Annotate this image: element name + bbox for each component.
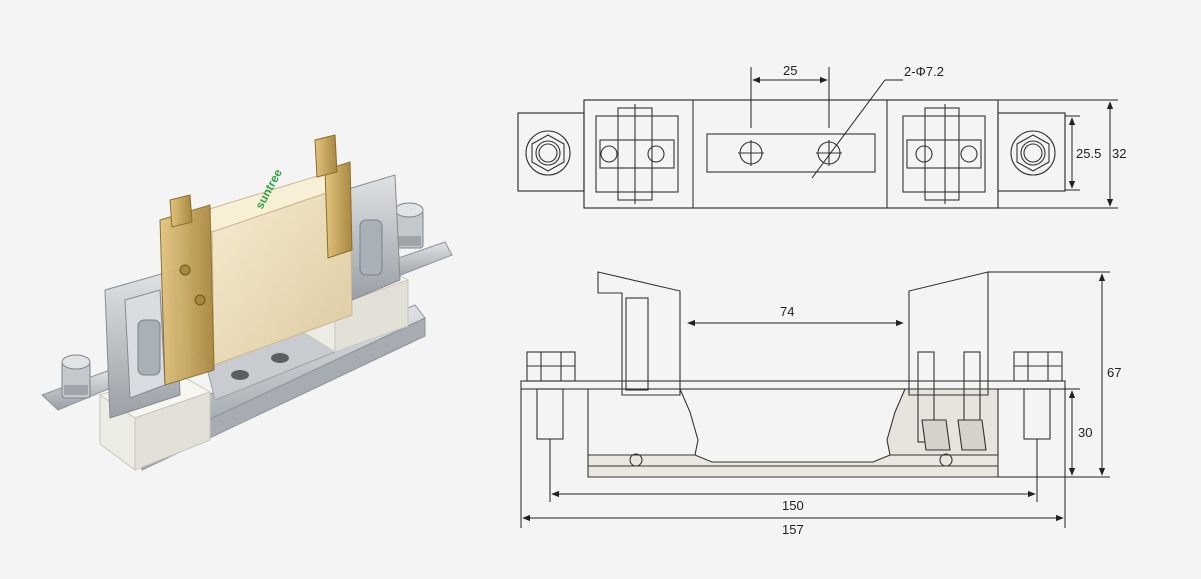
top-view-dimensions <box>750 67 1118 209</box>
side-contact-left <box>597 271 681 396</box>
side-contact-right <box>908 271 989 396</box>
fuse-blade-right <box>324 161 353 259</box>
dim-height-total: 67 <box>1107 365 1121 380</box>
side-bolt-right <box>1013 351 1063 440</box>
fuse-holder-photo: suntree <box>41 134 453 471</box>
top-view-drawing <box>517 99 1066 209</box>
dim-hole-spacing: 25 <box>783 63 797 78</box>
spring-contact-left <box>104 269 181 419</box>
dim-contact-gap: 74 <box>780 304 794 319</box>
side-ceramic-body <box>587 388 699 456</box>
side-base-plate <box>520 380 1066 390</box>
side-view-dimensions <box>520 271 1110 528</box>
fuse-link: suntree <box>159 134 353 386</box>
side-view-drawing <box>520 271 1066 478</box>
fuse-blade-left <box>159 204 215 386</box>
rail-slot <box>231 370 249 380</box>
dim-outer-width: 32 <box>1112 146 1126 161</box>
side-bolt-left <box>526 351 576 440</box>
top-terminal-bolt-right <box>1010 130 1056 176</box>
rail-slot <box>271 353 289 363</box>
center-slot <box>706 133 876 173</box>
dim-height-base: 30 <box>1078 425 1092 440</box>
top-contact-block-right <box>902 104 986 204</box>
dim-hole-callout: 2-Φ7.2 <box>904 64 944 79</box>
dim-inner-width: 25.5 <box>1076 146 1101 161</box>
dim-mount-spacing: 150 <box>782 498 804 513</box>
top-contact-block-left <box>595 104 679 204</box>
dim-overall-length: 157 <box>782 522 804 537</box>
top-terminal-bolt-left <box>525 130 571 176</box>
terminal-bolt-left <box>61 354 91 399</box>
spring-contact-right <box>344 174 401 301</box>
terminal-bolt-right <box>394 202 424 249</box>
